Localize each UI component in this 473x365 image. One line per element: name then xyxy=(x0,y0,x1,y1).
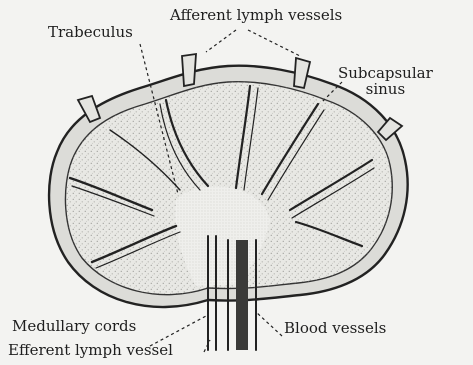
label-trabeculus: Trabeculus xyxy=(48,24,133,40)
label-efferent-lymph-vessel: Efferent lymph vessel xyxy=(8,342,173,358)
label-afferent-lymph-vessels: Afferent lymph vessels xyxy=(170,7,342,23)
label-subcapsular-sinus: Subcapsular sinus xyxy=(338,65,433,97)
label-subcapsular-line1: Subcapsular xyxy=(338,65,433,81)
label-subcapsular-line2: sinus xyxy=(338,81,433,97)
label-blood-vessels: Blood vessels xyxy=(284,320,386,336)
label-medullary-cords: Medullary cords xyxy=(12,318,136,334)
